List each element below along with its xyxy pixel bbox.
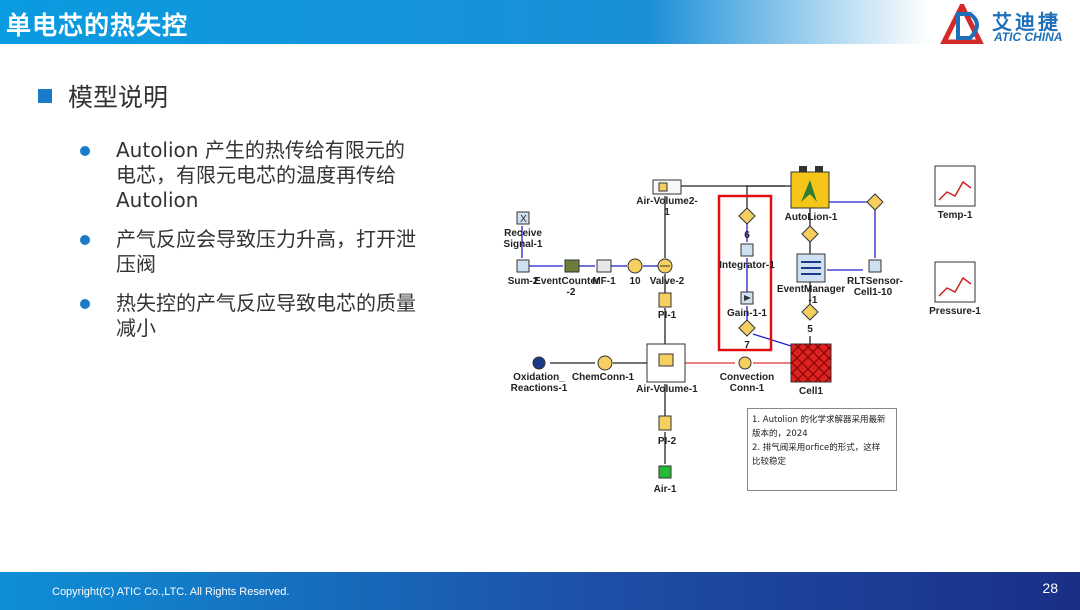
pi1-label: PI-1 xyxy=(658,310,677,321)
pi2-block[interactable] xyxy=(658,415,672,431)
bullet-dot-icon xyxy=(80,299,90,309)
logo-chinese-text: 艾迪捷 xyxy=(992,10,1061,34)
integrator-label: Integrator-1 xyxy=(719,260,775,271)
rlt-sensor-block[interactable] xyxy=(868,259,882,273)
bullet-line: 减小 xyxy=(116,316,156,340)
svg-text:X: X xyxy=(520,214,527,225)
autolion-label: AutoLion-1 xyxy=(785,212,838,223)
connector-number-label: 10 xyxy=(629,276,641,287)
event-counter-label: EventCounter xyxy=(534,276,600,287)
note-line: 1. Autolion 的化学求解器采用最新 xyxy=(752,415,886,425)
bullet-line: 热失控的产气反应导致电芯的质量 xyxy=(116,291,416,315)
chemconn-block[interactable] xyxy=(597,355,613,371)
note-line: 版本的，2024 xyxy=(752,429,808,439)
cell1-label: Cell1 xyxy=(799,386,823,397)
model-diagram: X Receive Signal-1 Sum-2 EventCounter -2… xyxy=(495,158,995,498)
copyright-text: Copyright(C) ATIC Co.,LTC. All Rights Re… xyxy=(52,586,290,598)
air-volume2-block[interactable] xyxy=(652,179,682,195)
note-line: 2. 排气阀采用orfice的形式，这样 xyxy=(752,443,881,453)
air-volume1-label: Air-Volume-1 xyxy=(636,384,698,395)
autolion-block[interactable] xyxy=(790,166,830,209)
convection-label: Conn-1 xyxy=(730,383,765,394)
sum-block[interactable] xyxy=(516,259,530,273)
temp-plot-block[interactable] xyxy=(934,165,976,207)
oxidation-label: Reactions-1 xyxy=(511,383,568,394)
pressure-plot-block[interactable] xyxy=(934,261,976,303)
bullet-line: 产气反应会导致压力升高，打开泄 xyxy=(116,227,416,251)
note-line: 比较稳定 xyxy=(752,457,787,467)
receive-signal-label: Receive xyxy=(504,228,542,239)
sum-label: Sum-2 xyxy=(508,276,539,287)
atic-logo-icon xyxy=(939,0,985,45)
signal-connector[interactable] xyxy=(801,225,819,243)
event-manager-label: -1 xyxy=(809,295,818,306)
signal-connector-5[interactable] xyxy=(801,303,819,321)
mf-block[interactable] xyxy=(596,259,612,273)
square-bullet-icon xyxy=(38,89,52,103)
connector-number-label: 6 xyxy=(744,230,750,241)
connector-number-label: 5 xyxy=(807,324,813,335)
air-volume2-label: 1 xyxy=(664,207,670,218)
rlt-sensor-label: RLTSensor- xyxy=(847,276,903,287)
rlt-sensor-label: Cell1-10 xyxy=(854,287,893,298)
bullet-line: 压阀 xyxy=(116,252,156,276)
bullet-list: Autolion 产生的热传给有限元的 电芯，有限元电芯的温度再传给 Autol… xyxy=(78,138,458,355)
section-heading-text: 模型说明 xyxy=(68,83,169,112)
logo-english-text: ATIC CHINA xyxy=(994,30,1063,44)
header-bar: 单电芯的热失控 艾迪捷 ATIC CHINA xyxy=(0,0,1080,45)
bullet-line: 电芯，有限元电芯的温度再传给 xyxy=(116,163,396,187)
oxidation-reactions-block[interactable] xyxy=(532,356,546,370)
pi1-block[interactable] xyxy=(658,292,672,308)
highlight-box xyxy=(717,194,773,352)
slide-title: 单电芯的热失控 xyxy=(6,11,189,40)
valve-label: Valve-2 xyxy=(650,276,685,287)
cell1-block[interactable] xyxy=(790,343,832,383)
signal-connector[interactable] xyxy=(866,193,884,211)
oxidation-label: Oxidation_ xyxy=(513,372,565,383)
signal-connector-10[interactable] xyxy=(627,258,643,274)
chemconn-label: ChemConn-1 xyxy=(572,372,635,383)
bullet-item: 产气反应会导致压力升高，打开泄 压阀 xyxy=(78,227,458,277)
signal-connector-6[interactable] xyxy=(738,207,756,225)
bullet-line: Autolion xyxy=(116,188,199,212)
bullet-dot-icon xyxy=(80,146,90,156)
air1-label: Air-1 xyxy=(654,484,677,495)
gain-block[interactable] xyxy=(740,291,754,305)
bullet-line: Autolion 产生的热传给有限元的 xyxy=(116,138,405,162)
bullet-item: 热失控的产气反应导致电芯的质量 减小 xyxy=(78,291,458,341)
gain-label: Gain-1-1 xyxy=(727,308,767,319)
event-manager-block[interactable] xyxy=(796,253,826,283)
integrator-block[interactable] xyxy=(740,243,754,257)
footer-bar: Copyright(C) ATIC Co.,LTC. All Rights Re… xyxy=(0,572,1080,610)
air-volume1-block[interactable] xyxy=(646,343,686,383)
event-counter-label: -2 xyxy=(567,287,576,298)
convection-label: Convection xyxy=(720,372,774,383)
air-volume2-label: Air-Volume2- xyxy=(636,196,698,207)
convection-conn-block[interactable] xyxy=(738,356,752,370)
valve-block[interactable] xyxy=(657,258,673,274)
receive-signal-label: Signal-1 xyxy=(504,239,543,250)
event-manager-label: EventManager xyxy=(777,284,845,295)
event-counter-block[interactable] xyxy=(564,259,580,273)
section-heading: 模型说明 xyxy=(38,78,168,114)
signal-connector-7[interactable] xyxy=(738,319,756,337)
receive-signal-block[interactable]: X xyxy=(516,211,530,225)
air1-block[interactable] xyxy=(658,465,672,479)
temp-label: Temp-1 xyxy=(938,210,973,221)
page-number: 28 xyxy=(1042,580,1058,596)
company-logo: 艾迪捷 ATIC CHINA xyxy=(939,0,1080,45)
mf-label: MF-1 xyxy=(592,276,616,287)
bullet-dot-icon xyxy=(80,235,90,245)
pi2-label: PI-2 xyxy=(658,436,677,447)
connector-number-label: 7 xyxy=(744,340,750,351)
bullet-item: Autolion 产生的热传给有限元的 电芯，有限元电芯的温度再传给 Autol… xyxy=(78,138,458,213)
pressure-label: Pressure-1 xyxy=(929,306,981,317)
model-diagram-canvas: X Receive Signal-1 Sum-2 EventCounter -2… xyxy=(504,165,981,495)
note-box: 1. Autolion 的化学求解器采用最新 版本的，2024 2. 排气阀采用… xyxy=(747,408,897,491)
